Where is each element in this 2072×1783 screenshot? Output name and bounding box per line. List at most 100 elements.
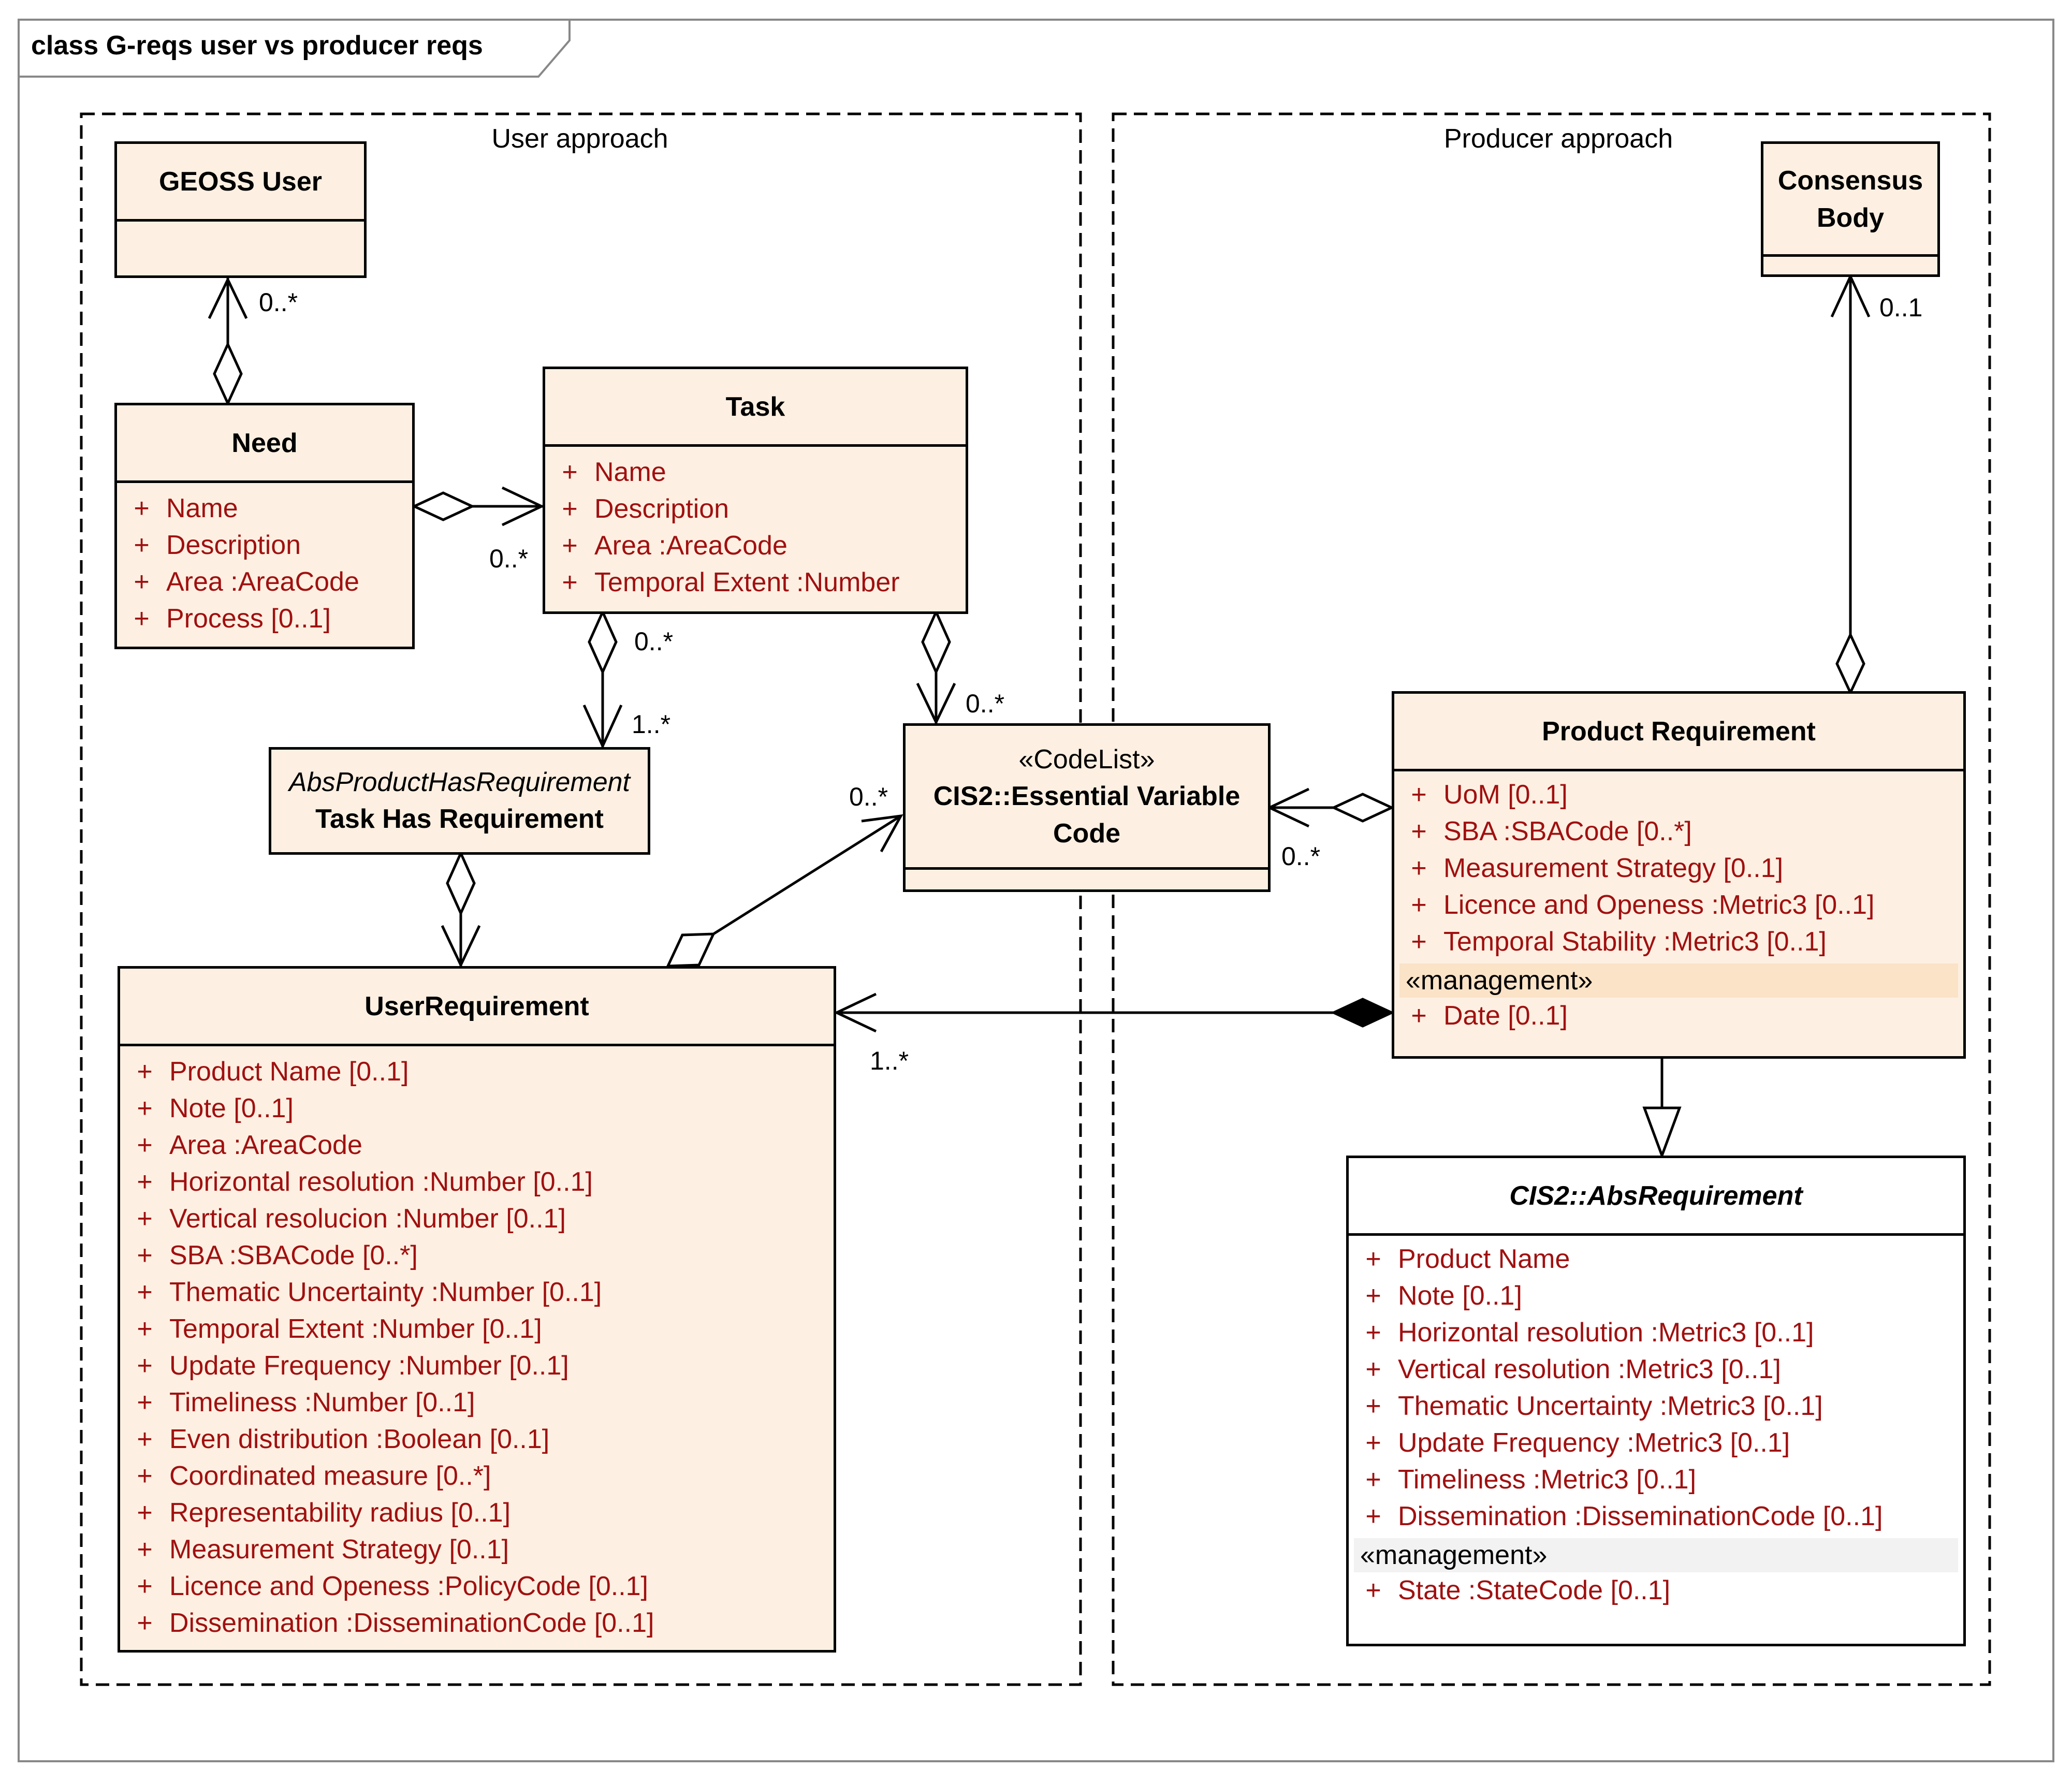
attribute-row: +SBA :SBACode [0..*] [1394, 813, 1963, 850]
class-abs-requirement-header: CIS2::AbsRequirement [1349, 1158, 1963, 1236]
class-task-has-requirement-header: AbsProductHasRequirement Task Has Requir… [271, 750, 648, 852]
visibility-marker: + [137, 1240, 153, 1270]
attribute-text: SBA :SBACode [0..*] [169, 1240, 418, 1270]
assoc-pr-ur [834, 992, 1395, 1033]
class-task[interactable]: Task +Name +Description +Area :AreaCode … [543, 367, 968, 614]
class-consensus-body-header: Consensus Body [1763, 144, 1937, 257]
visibility-marker: + [134, 604, 150, 634]
visibility-marker: + [137, 1351, 153, 1381]
attribute-text: Even distribution :Boolean [0..1] [169, 1424, 550, 1454]
visibility-marker: + [134, 530, 150, 560]
management-section-label: «management» [1399, 963, 1958, 998]
attribute-text: Dissemination :DisseminationCode [0..1] [1398, 1501, 1883, 1531]
visibility-marker: + [137, 1461, 153, 1491]
attribute-row: +Temporal Extent :Number [545, 564, 966, 601]
class-abs-requirement-name: CIS2::AbsRequirement [1509, 1180, 1803, 1211]
visibility-marker: + [137, 1571, 153, 1601]
class-essential-variable-code-name: CIS2::Essential Variable Code [933, 781, 1241, 849]
attribute-text: Temporal Extent :Number [594, 567, 900, 597]
visibility-marker: + [562, 494, 578, 524]
attribute-text: Thematic Uncertainty :Metric3 [0..1] [1398, 1391, 1823, 1421]
class-geoss-user[interactable]: GEOSS User [114, 141, 367, 278]
visibility-marker: + [562, 531, 578, 561]
region-producer-border [1112, 112, 1991, 1686]
visibility-marker: + [137, 1167, 153, 1197]
class-geoss-user-name: GEOSS User [158, 166, 323, 197]
attribute-text: Date [0..1] [1443, 1001, 1568, 1031]
class-abs-requirement-attributes: +Product Name +Note [0..1] +Horizontal r… [1349, 1236, 1963, 1609]
attribute-row: +Dissemination :DisseminationCode [0..1] [120, 1605, 834, 1642]
assoc-task-thr [582, 608, 623, 750]
attribute-text: Note [0..1] [1398, 1281, 1522, 1311]
class-product-requirement[interactable]: Product Requirement +UoM [0..1] +SBA :SB… [1392, 691, 1966, 1059]
attribute-row: +Thematic Uncertainty :Number [0..1] [120, 1274, 834, 1311]
multiplicity-task-thr-bottom: 1..* [632, 710, 671, 739]
attribute-row: +Area :AreaCode [545, 528, 966, 564]
class-task-attributes: +Name +Description +Area :AreaCode +Temp… [545, 447, 966, 601]
class-essential-variable-code[interactable]: «CodeList» CIS2::Essential Variable Code [903, 723, 1271, 892]
attribute-text: Measurement Strategy [0..1] [169, 1534, 509, 1565]
attribute-row: + Vertical resolution :Metric3 [0..1] [1349, 1351, 1963, 1388]
attribute-text: Horizontal resolution :Number [0..1] [169, 1167, 593, 1197]
attribute-text: Timeliness :Number [0..1] [169, 1387, 475, 1417]
attribute-text: Measurement Strategy [0..1] [1443, 853, 1784, 883]
attribute-row: +Update Frequency :Metric3 [0..1] [1349, 1425, 1963, 1462]
assoc-ur-ev [666, 814, 903, 968]
visibility-marker: + [1365, 1428, 1381, 1458]
class-consensus-body[interactable]: Consensus Body [1761, 141, 1940, 277]
visibility-marker: + [1365, 1244, 1381, 1274]
class-task-has-requirement-name: Task Has Requirement [315, 804, 604, 834]
attribute-text: Temporal Extent :Number [0..1] [169, 1314, 542, 1344]
attribute-row: +Description [117, 527, 412, 564]
attribute-text: Temporal Stability :Metric3 [0..1] [1443, 927, 1827, 957]
class-task-has-requirement[interactable]: AbsProductHasRequirement Task Has Requir… [269, 747, 650, 855]
assoc-task-ev [916, 608, 956, 725]
visibility-marker: + [1365, 1354, 1381, 1384]
attribute-row: +Dissemination :DisseminationCode [0..1] [1349, 1498, 1963, 1535]
attribute-row: + Temporal Stability :Metric3 [0..1] [1394, 924, 1963, 960]
attribute-row: + Process [0..1] [117, 601, 412, 637]
attribute-row: + Even distribution :Boolean [0..1] [120, 1421, 834, 1458]
visibility-marker: + [1411, 890, 1427, 920]
visibility-marker: + [1411, 853, 1427, 883]
visibility-marker: + [137, 1498, 153, 1528]
visibility-marker: + [137, 1314, 153, 1344]
attribute-text: Area :AreaCode [169, 1130, 362, 1160]
attribute-text: Name [594, 457, 666, 487]
attribute-row: +Timeliness :Number [0..1] [120, 1384, 834, 1421]
visibility-marker: + [1365, 1465, 1381, 1495]
attribute-row: + Temporal Extent :Number [0..1] [120, 1311, 834, 1348]
attribute-text: State :StateCode [0..1] [1398, 1575, 1671, 1605]
visibility-marker: + [137, 1277, 153, 1307]
class-user-requirement[interactable]: UserRequirement +Product Name [0..1] +No… [118, 966, 836, 1653]
class-need[interactable]: Need +Name +Description +Area :AreaCode … [114, 403, 415, 649]
attribute-text: Description [594, 494, 729, 524]
visibility-marker: + [1411, 1001, 1427, 1031]
visibility-marker: + [137, 1424, 153, 1454]
class-geoss-user-header: GEOSS User [117, 144, 364, 222]
attribute-row: +Update Frequency :Number [0..1] [120, 1348, 834, 1384]
class-user-requirement-header: UserRequirement [120, 969, 834, 1046]
visibility-marker: + [562, 457, 578, 487]
attribute-row: +Area :AreaCode [120, 1127, 834, 1164]
visibility-marker: + [1365, 1391, 1381, 1421]
visibility-marker: + [134, 567, 150, 597]
attribute-row: + Horizontal resolution :Number [0..1] [120, 1164, 834, 1201]
management-section-label: «management» [1354, 1538, 1958, 1572]
frame-tab [18, 19, 571, 78]
attribute-row: +Representability radius [0..1] [120, 1495, 834, 1531]
class-essential-variable-code-header: «CodeList» CIS2::Essential Variable Code [906, 726, 1268, 870]
attribute-text: Licence and Openess :Metric3 [0..1] [1443, 890, 1875, 920]
visibility-marker: + [137, 1093, 153, 1123]
class-consensus-body-name: Consensus Body [1777, 165, 1923, 233]
class-abs-requirement[interactable]: CIS2::AbsRequirement +Product Name +Note… [1346, 1156, 1966, 1646]
visibility-marker: + [1411, 927, 1427, 957]
multiplicity-ur-ev: 0..* [849, 782, 888, 811]
attribute-row: + Name [545, 454, 966, 491]
visibility-marker: + [1365, 1575, 1381, 1605]
frame-title: class G-reqs user vs producer reqs [31, 31, 483, 61]
attribute-text: Process [0..1] [166, 604, 331, 634]
attribute-text: Vertical resolution :Metric3 [0..1] [1398, 1354, 1781, 1384]
